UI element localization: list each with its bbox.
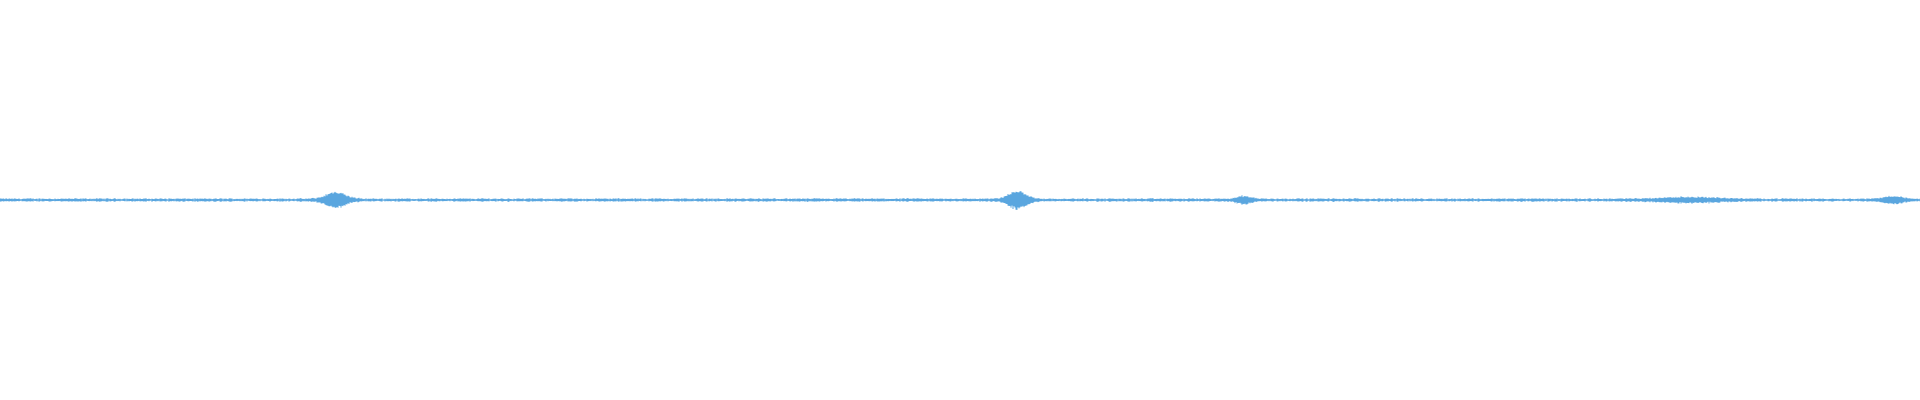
waveform-trace	[0, 191, 1920, 210]
